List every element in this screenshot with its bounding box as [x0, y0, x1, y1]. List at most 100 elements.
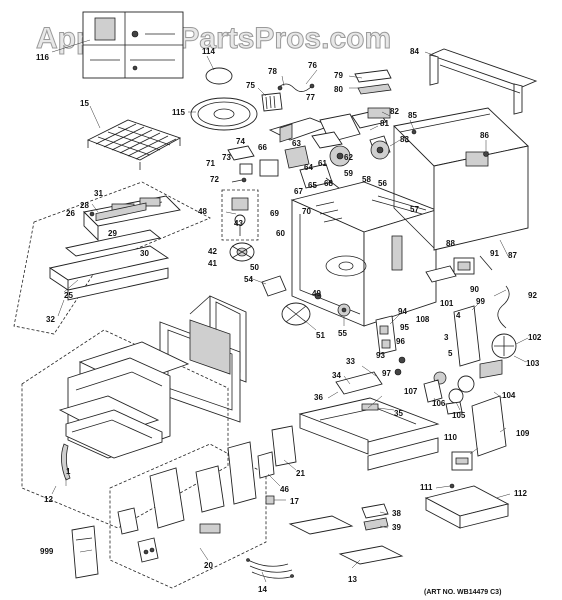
label-111: 111 [420, 483, 433, 492]
part-door-panels [58, 341, 190, 459]
label-107: 107 [404, 387, 418, 396]
part-74-plate [227, 145, 255, 161]
part-21-46-door-parts [257, 425, 297, 505]
label-70: 70 [302, 207, 311, 216]
label-51: 51 [316, 331, 325, 340]
part-75-vent-grille [261, 92, 283, 112]
label-35: 35 [394, 409, 403, 418]
label-17: 17 [290, 497, 299, 506]
label-62: 62 [344, 153, 353, 162]
label-101: 101 [440, 299, 454, 308]
label-32: 32 [46, 315, 55, 324]
label-84: 84 [410, 47, 419, 56]
part-79-80-bracket [354, 69, 392, 95]
label-75: 75 [246, 81, 255, 90]
part-48-drive-motor-group [221, 189, 259, 241]
label-56: 56 [378, 179, 387, 188]
part-55-roller [337, 303, 351, 317]
label-78: 78 [268, 67, 277, 76]
label-25: 25 [64, 291, 73, 300]
label-13: 13 [348, 575, 357, 584]
label-85: 85 [408, 111, 417, 120]
label-114: 114 [202, 47, 215, 56]
part-84-mounting-frame [428, 48, 538, 115]
part-114-roller-ring [205, 67, 233, 85]
label-33: 33 [346, 357, 355, 366]
part-999-literature [71, 525, 99, 579]
label-82: 82 [390, 107, 399, 116]
label-5: 5 [448, 349, 453, 358]
label-39: 39 [392, 523, 401, 532]
label-94: 94 [398, 307, 407, 316]
label-83: 83 [400, 135, 409, 144]
label-49: 49 [312, 289, 321, 298]
part-door-choke [159, 319, 241, 423]
label-61: 61 [318, 159, 327, 168]
label-60: 60 [276, 229, 285, 238]
part-87-outer-case [393, 107, 529, 251]
part-33-36-base-pan [298, 371, 440, 471]
label-73: 73 [222, 153, 231, 162]
label-50: 50 [250, 263, 259, 272]
label-67: 67 [294, 187, 303, 196]
part-94-95-switches [375, 315, 406, 376]
label-102: 102 [528, 333, 542, 342]
label-31: 31 [94, 189, 103, 198]
label-41-left: 41 [208, 259, 217, 268]
label-29: 29 [108, 229, 117, 238]
label-46: 46 [280, 485, 289, 494]
part-85-screw [411, 129, 417, 135]
label-55: 55 [338, 329, 347, 338]
art-number: (ART NO. WB14479 C3) [424, 589, 501, 596]
label-69: 69 [270, 209, 279, 218]
part-109-vent-filter [471, 395, 507, 457]
part-20-control-group-outline [109, 443, 267, 589]
label-96: 96 [396, 337, 405, 346]
label-34: 34 [332, 371, 341, 380]
label-112: 112 [514, 489, 527, 498]
label-64: 64 [304, 163, 313, 172]
label-15: 15 [80, 99, 89, 108]
part-110-112-transformer-base [424, 451, 510, 529]
label-14: 14 [258, 585, 267, 594]
label-66: 66 [258, 143, 267, 152]
label-999: 999 [40, 547, 54, 556]
label-106: 106 [432, 399, 446, 408]
label-91: 91 [490, 249, 499, 258]
label-38: 38 [392, 509, 401, 518]
label-72: 72 [210, 175, 219, 184]
part-labels: 116 114 78 76 79 80 84 75 77 15 115 81 8… [36, 47, 542, 594]
part-20-keypad-assembly [117, 441, 257, 563]
label-95-top: 95 [400, 323, 409, 332]
label-90: 90 [470, 285, 479, 294]
label-108: 108 [416, 315, 430, 324]
label-42: 42 [208, 247, 217, 256]
label-68: 68 [324, 179, 333, 188]
label-63: 63 [292, 139, 301, 148]
part-62-68-fan-assembly [231, 131, 355, 195]
label-1: 1 [66, 467, 71, 476]
part-81-82-83-control-parts [268, 107, 417, 160]
label-116: 116 [36, 53, 49, 62]
label-80: 80 [334, 85, 343, 94]
part-14-wire-harness [246, 558, 295, 579]
part-50-51-waveguide [261, 275, 322, 326]
part-86-fuse [483, 151, 489, 157]
label-77: 77 [306, 93, 315, 102]
label-30: 30 [140, 249, 149, 258]
label-88: 88 [446, 239, 455, 248]
part-92-power-cord [497, 285, 510, 329]
label-21: 21 [296, 469, 305, 478]
part-88-90-91-fan-parts [425, 255, 493, 283]
label-57: 57 [410, 205, 419, 214]
label-115: 115 [172, 108, 185, 117]
label-43: 43 [234, 219, 243, 228]
part-115-turntable-tray [190, 97, 258, 131]
label-54: 54 [244, 275, 253, 284]
label-59: 59 [344, 169, 353, 178]
label-109: 109 [516, 429, 530, 438]
part-57-oven-cavity [290, 181, 438, 327]
label-36: 36 [314, 393, 323, 402]
label-12: 12 [44, 495, 53, 504]
